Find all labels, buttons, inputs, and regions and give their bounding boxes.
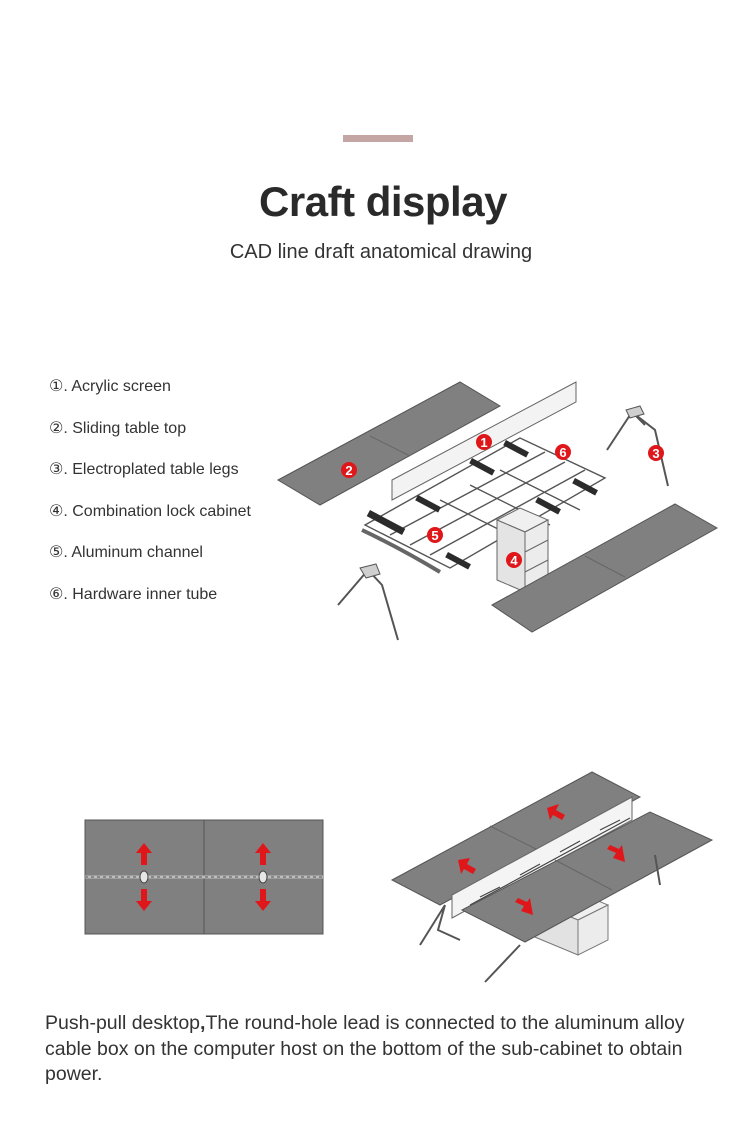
parts-legend: ①. Acrylic screen ②. Sliding table top ③… [49,377,251,627]
arrow-icon [515,898,533,915]
legend-number: ② [49,419,64,437]
page-subtitle: CAD line draft anatomical drawing [229,241,533,263]
callout-badge-4: 4 [506,552,522,568]
desk-legs [419,854,661,983]
legend-number: ⑥ [49,585,64,603]
page-title: Craft display [259,178,507,225]
arrow-up-icon [255,843,271,865]
description-body: The round-hole lead is connected to the … [45,1012,685,1085]
legend-label: . Electroplated table legs [63,461,239,479]
left-panel [276,381,502,506]
legend-label: . Sliding table top [63,419,187,437]
legend-label: . Hardware inner tube [63,585,218,603]
legend-item: ④. Combination lock cabinet [49,502,251,544]
aluminum-channels [366,439,598,570]
callout-number: 1 [480,435,487,450]
accent-bar [343,135,413,142]
legend-number: ④ [49,502,64,520]
table-frame [361,437,607,574]
callout-number: 3 [652,446,659,461]
arrow-icon [547,804,565,820]
legend-number: ③ [49,461,64,479]
cable-hole-icon [139,870,149,884]
legend-item: ②. Sliding table top [49,419,251,461]
legend-number: ⑤ [49,544,64,562]
callout-number: 2 [345,463,352,478]
push-arrows [458,804,625,915]
legend-item: ③. Electroplated table legs [49,460,251,502]
callout-number: 6 [559,445,566,460]
push-pull-top-view [84,819,324,935]
description-separator: , [200,1012,206,1034]
callout-badge-2: 2 [341,462,357,478]
callout-badge-6: 6 [555,444,571,460]
arrow-icon [458,858,476,874]
arrow-down-icon [136,889,152,911]
right-panel [491,503,719,633]
legend-item: ⑤. Aluminum channel [49,543,251,585]
legend-item: ①. Acrylic screen [49,377,251,419]
arrow-down-icon [255,889,271,911]
legend-label: . Acrylic screen [63,378,171,395]
cable-tray [469,817,631,906]
arrow-icon [607,845,625,862]
legend-item: ⑥. Hardware inner tube [49,585,251,627]
legend-number: ① [49,378,64,395]
callout-number: 5 [431,528,438,543]
callout-badge-1: 1 [476,434,492,450]
legend-label: . Aluminum channel [63,544,203,562]
callout-number: 4 [510,553,518,568]
cable-hole-icon [258,870,268,884]
assembled-desk [390,771,714,983]
table-legs [337,405,669,641]
exploded-drawing: 1 2 3 4 5 6 [276,381,719,641]
callout-badge-3: 3 [648,445,664,461]
arrow-up-icon [136,843,152,865]
description-text: Push-pull desktop,The round-hole lead is… [45,1011,725,1088]
middle-screen [451,796,633,919]
description-lead: Push-pull desktop [45,1012,201,1034]
legend-label: . Combination lock cabinet [63,502,251,520]
callout-badge-5: 5 [427,527,443,543]
